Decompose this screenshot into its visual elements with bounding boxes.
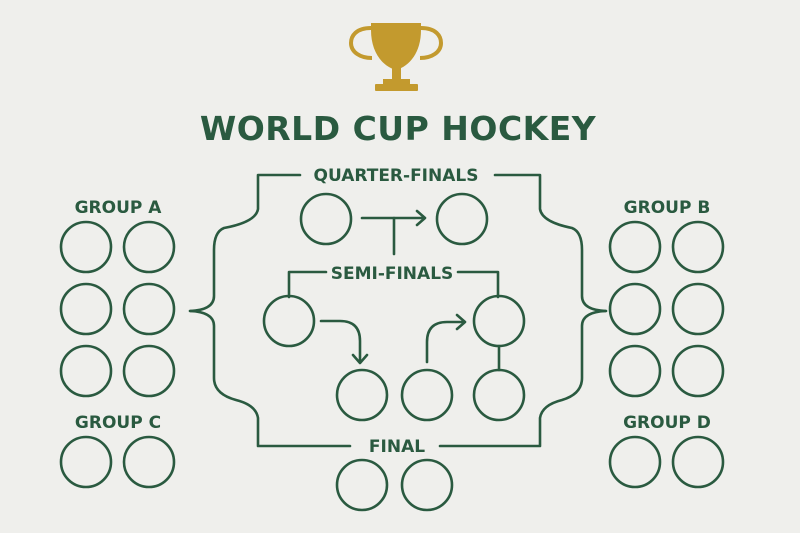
team-slot bbox=[671, 435, 725, 489]
team-slot bbox=[122, 220, 176, 274]
bracket-slot bbox=[400, 368, 454, 422]
arrow-right-icon bbox=[415, 209, 427, 227]
quarter-final-slot bbox=[435, 192, 489, 246]
group-c-slots bbox=[59, 435, 176, 489]
team-slot bbox=[59, 282, 113, 336]
team-slot bbox=[608, 220, 662, 274]
final-slot bbox=[400, 458, 454, 512]
team-slot bbox=[608, 344, 662, 398]
team-slot bbox=[122, 344, 176, 398]
semi-final-slot bbox=[262, 294, 316, 348]
group-d-slots bbox=[608, 435, 725, 489]
group-d-label: GROUP D bbox=[623, 413, 711, 433]
group-b-slots bbox=[608, 220, 725, 398]
semi-final-arrow-right bbox=[425, 320, 466, 364]
semi-finals-label: SEMI-FINALS bbox=[331, 264, 454, 284]
semi-final-connector-left bbox=[287, 270, 328, 299]
quarter-finals-label: QUARTER-FINALS bbox=[314, 166, 479, 186]
final-slot bbox=[335, 458, 389, 512]
quarter-final-slot bbox=[299, 192, 353, 246]
group-c-label: GROUP C bbox=[75, 413, 161, 433]
final-label: FINAL bbox=[369, 437, 425, 457]
semi-final-arrow-left bbox=[319, 319, 362, 364]
group-b-label: GROUP B bbox=[624, 198, 711, 218]
team-slot bbox=[59, 435, 113, 489]
arrow-down-icon bbox=[351, 353, 369, 365]
semi-final-connector-right bbox=[456, 270, 500, 299]
team-slot bbox=[59, 220, 113, 274]
semi-final-slot bbox=[472, 294, 526, 348]
team-slot bbox=[59, 344, 113, 398]
bracket-slot bbox=[335, 368, 389, 422]
team-slot bbox=[671, 282, 725, 336]
team-slot bbox=[671, 344, 725, 398]
arrow-right-icon bbox=[455, 313, 467, 331]
group-a-slots bbox=[59, 220, 176, 398]
team-slot bbox=[122, 282, 176, 336]
bracket-slot bbox=[472, 368, 526, 422]
team-slot bbox=[671, 220, 725, 274]
team-slot bbox=[608, 282, 662, 336]
outer-bracket bbox=[188, 173, 608, 448]
page-title: WORLD CUP HOCKEY bbox=[200, 109, 597, 148]
team-slot bbox=[122, 435, 176, 489]
team-slot bbox=[608, 435, 662, 489]
trophy-icon bbox=[348, 23, 444, 91]
group-a-label: GROUP A bbox=[75, 198, 163, 218]
